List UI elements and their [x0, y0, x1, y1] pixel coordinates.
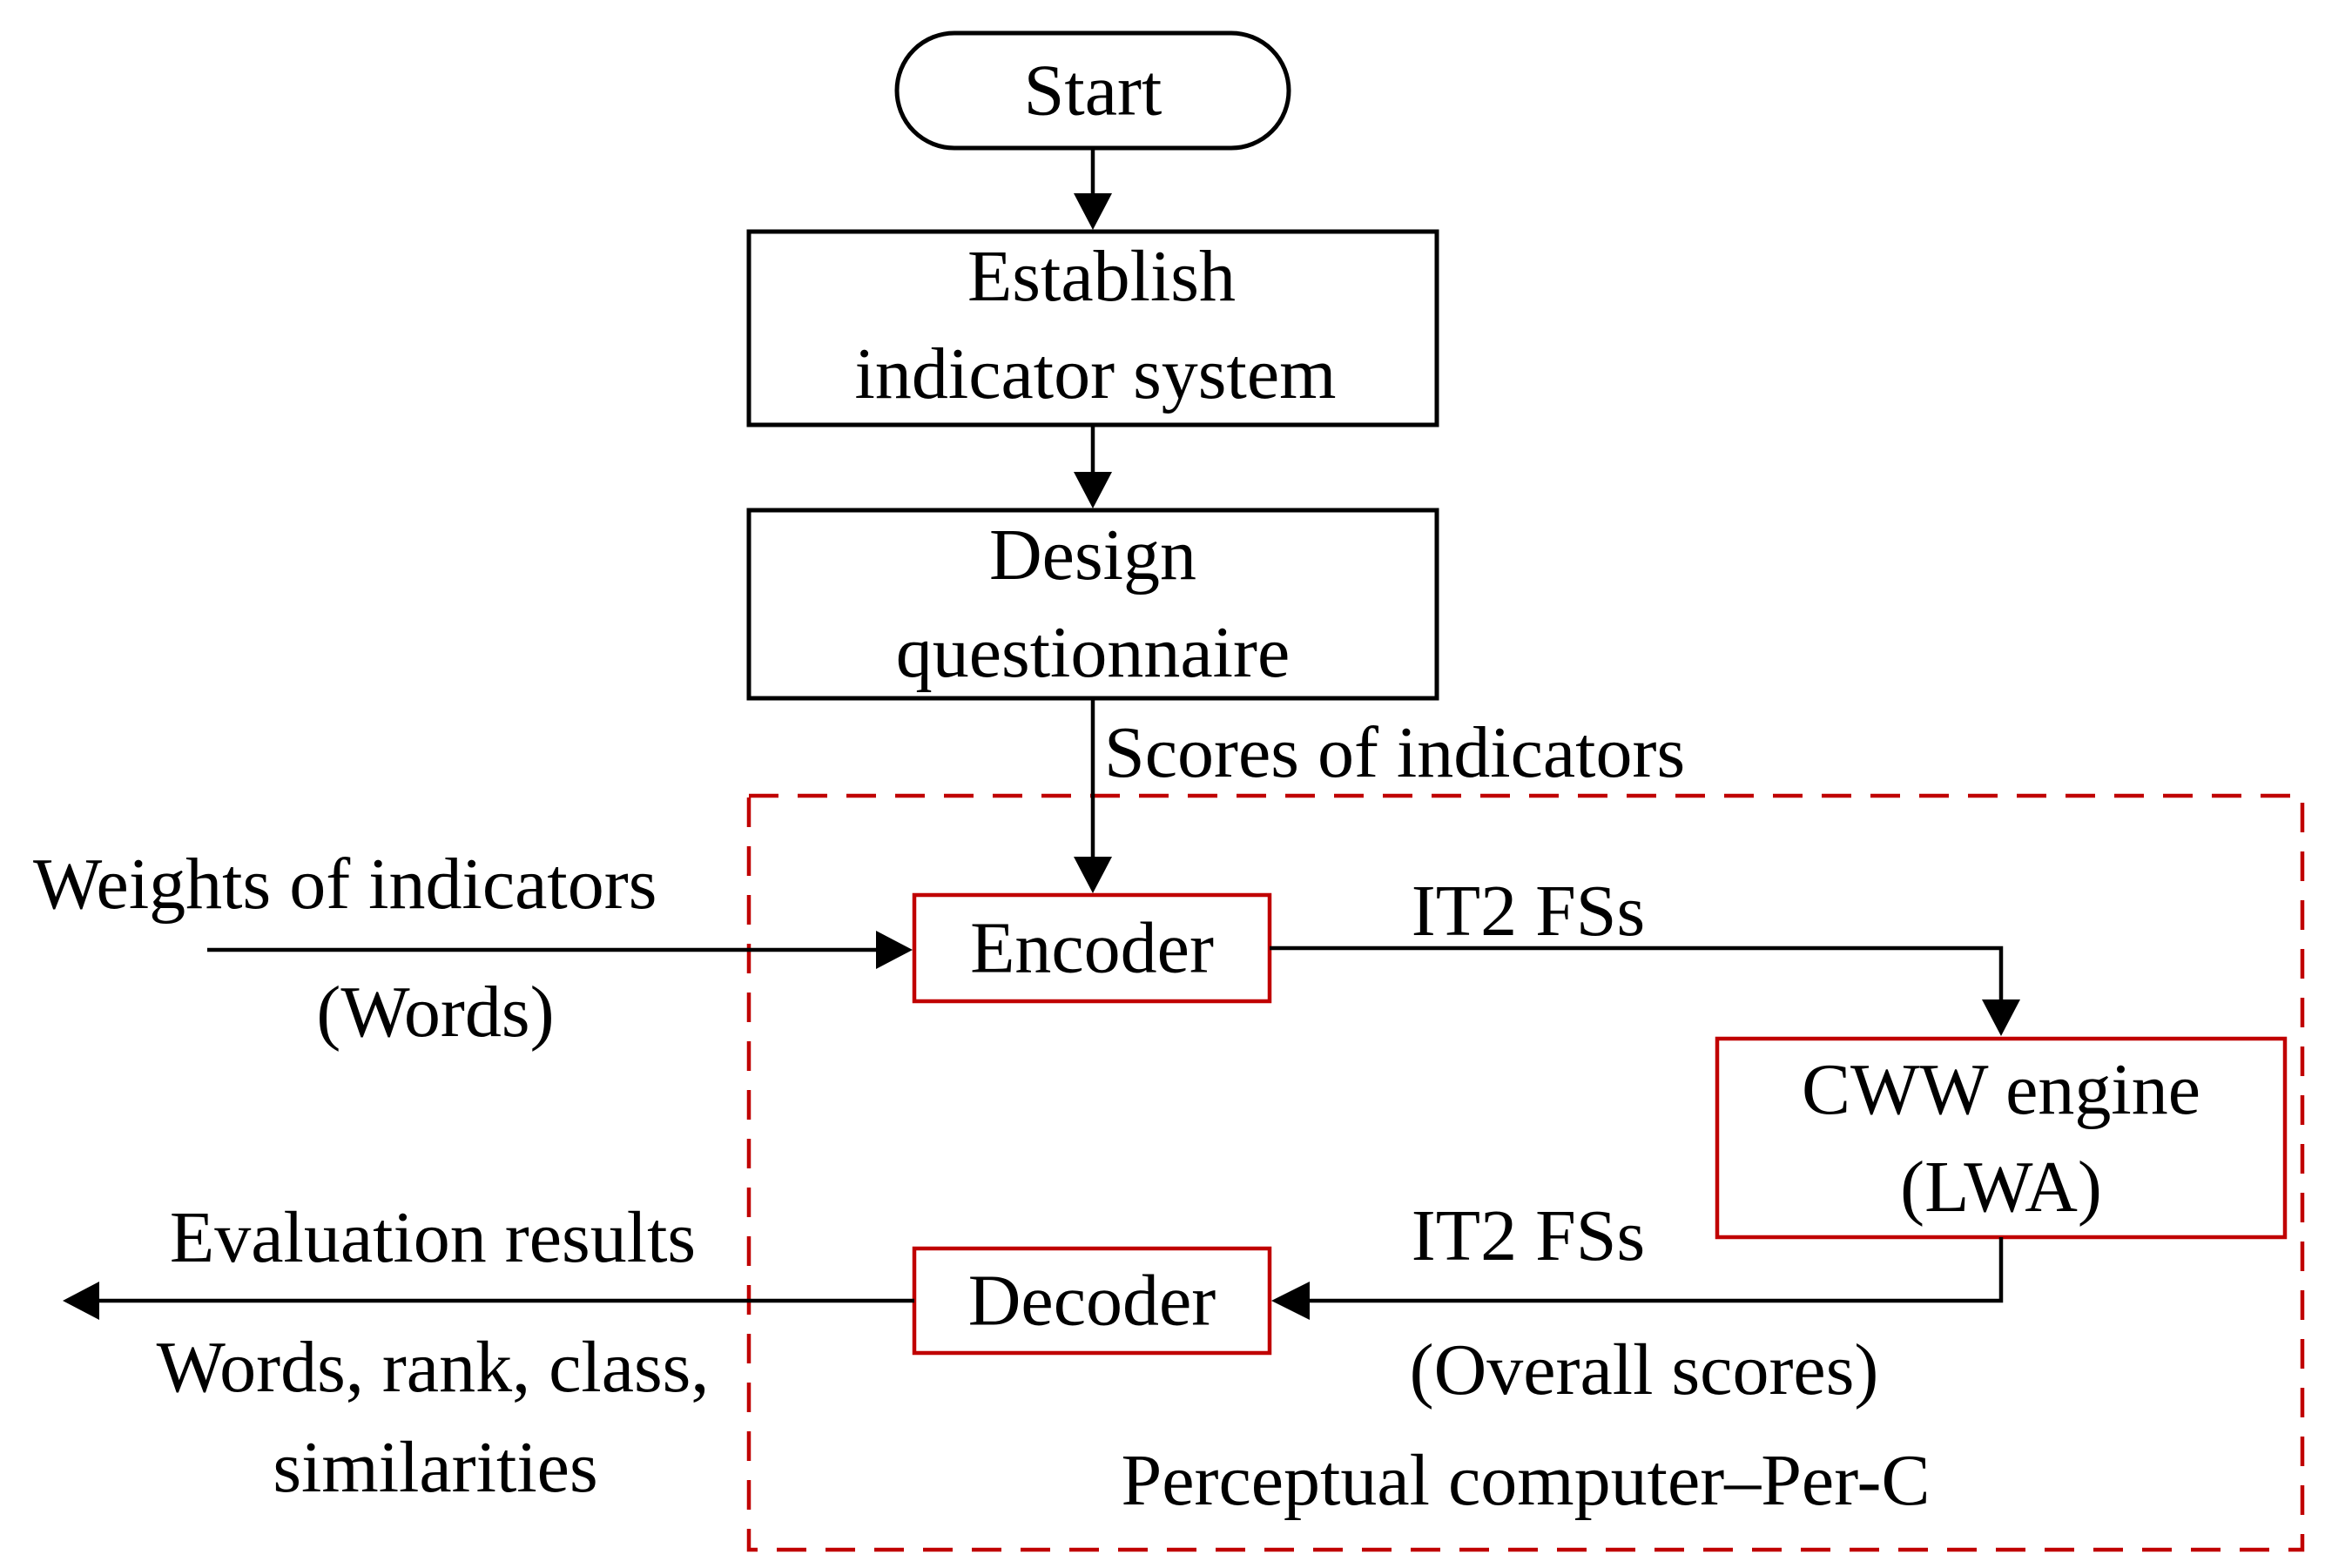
start-label: Start [1024, 50, 1162, 131]
words-label: (Words) [316, 972, 554, 1053]
results-detail-line1: Words, rank, class, [157, 1327, 710, 1408]
edge-cww-to-decoder [1306, 1237, 2004, 1303]
results-detail-line2: similarities [273, 1427, 597, 1508]
it2-fss-label-top: IT2 FSs [1412, 871, 1645, 952]
perceptual-computer-label: Perceptual computer–Per-C [1121, 1440, 1930, 1521]
weights-of-indicators-label: Weights of indicators [33, 844, 657, 925]
arrowhead-encoder-left [876, 931, 913, 969]
arrowhead-encoder-top [1074, 857, 1112, 893]
arrowhead-decoder [1271, 1282, 1310, 1320]
encoder-label: Encoder [970, 908, 1214, 989]
design-label-line2: questionnaire [896, 612, 1291, 693]
perceptual-computer-region [746, 793, 2305, 1552]
arrowhead-cww [1982, 999, 2020, 1036]
arrowhead-design [1074, 472, 1112, 508]
it2-fss-label-bottom: IT2 FSs [1412, 1195, 1645, 1276]
design-label-line1: Design [989, 515, 1196, 596]
cww-label-line2: (LWA) [1900, 1147, 2102, 1228]
establish-label-line2: indicator system [855, 333, 1337, 414]
scores-of-indicators-label: Scores of indicators [1104, 712, 1685, 793]
evaluation-results-label: Evaluation results [170, 1197, 696, 1278]
cww-label-line1: CWW engine [1802, 1049, 2200, 1130]
edge-encoder-to-cww [1270, 946, 2004, 1003]
decoder-label: Decoder [968, 1261, 1216, 1342]
establish-label-line1: Establish [967, 236, 1236, 317]
overall-scores-label: (Overall scores) [1410, 1329, 1879, 1410]
arrowhead-results [63, 1282, 99, 1320]
arrowhead-establish [1074, 193, 1112, 230]
